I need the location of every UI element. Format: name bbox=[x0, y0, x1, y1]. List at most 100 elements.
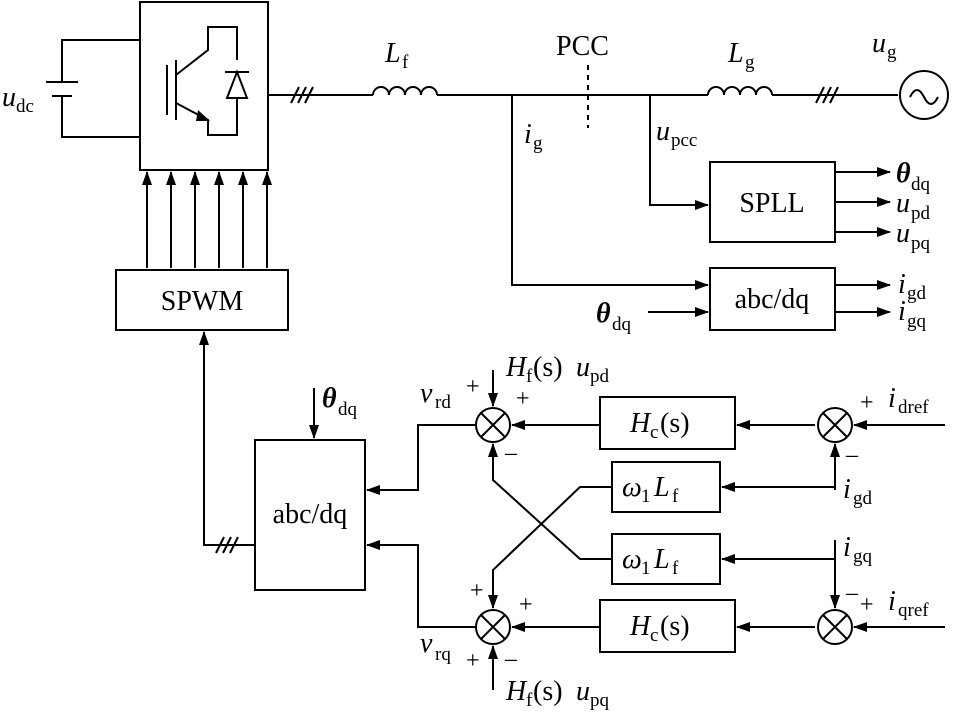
vrq-label: v bbox=[420, 628, 433, 659]
udc-label: u bbox=[2, 82, 16, 113]
ug-sub: g bbox=[887, 42, 897, 63]
theta-out-sub: dq bbox=[911, 174, 931, 195]
udc-sub: dc bbox=[16, 96, 34, 117]
svg-text:+: + bbox=[466, 374, 480, 400]
iqref-sub: qref bbox=[898, 600, 929, 621]
svg-text:f: f bbox=[672, 558, 679, 579]
svg-text:(s): (s) bbox=[533, 352, 563, 383]
svg-text:H: H bbox=[629, 611, 652, 642]
spwm-block: SPWM bbox=[115, 269, 289, 331]
svg-text:L: L bbox=[653, 472, 670, 503]
svg-text:H: H bbox=[629, 408, 652, 439]
svg-text:+: + bbox=[470, 578, 484, 604]
lf-label: L bbox=[384, 38, 401, 69]
svg-text:+: + bbox=[466, 648, 480, 674]
iqref-label: i bbox=[888, 586, 896, 617]
igd-out-label: i bbox=[898, 269, 906, 300]
abcdq-measurement-block: abc/dq θ dq i gd i gq bbox=[596, 267, 927, 335]
upd-label: u bbox=[896, 188, 910, 219]
dc-source: u dc bbox=[2, 39, 140, 138]
wl-block-q: ω 1 L f bbox=[488, 443, 835, 585]
svg-text:+: + bbox=[860, 592, 874, 618]
svg-text:(s): (s) bbox=[660, 408, 690, 439]
ig-label: i bbox=[524, 119, 532, 150]
output-line: L f L g bbox=[268, 38, 898, 104]
svg-text:L: L bbox=[653, 544, 670, 575]
upcc-label: u bbox=[656, 116, 670, 147]
theta-ctrl-sub: dq bbox=[338, 399, 358, 420]
igd-fb-sub: gd bbox=[853, 488, 873, 509]
svg-text:u: u bbox=[576, 676, 590, 707]
theta-in-label: θ bbox=[596, 298, 611, 329]
vrq-sub: rq bbox=[435, 644, 451, 665]
spll-block: SPLL θ dq u pd u pq bbox=[709, 158, 931, 254]
svg-text:c: c bbox=[650, 625, 658, 646]
svg-text:u: u bbox=[576, 352, 590, 383]
svg-text:–: – bbox=[845, 442, 859, 468]
lg-label: L bbox=[727, 38, 744, 69]
abcdq-control-block: abc/dq θ dq bbox=[199, 331, 366, 591]
idref-sub: dref bbox=[898, 397, 929, 418]
svg-text:pq: pq bbox=[590, 690, 610, 711]
spwm-label: SPWM bbox=[161, 286, 244, 317]
upcc-sub: pcc bbox=[671, 130, 697, 151]
upcc-measurement: u pcc bbox=[649, 95, 709, 210]
lg-inductor bbox=[707, 86, 773, 96]
lg-sub: g bbox=[745, 52, 755, 73]
ig-sub: g bbox=[533, 133, 543, 154]
wl-block-d: ω 1 L f bbox=[488, 461, 835, 609]
hc-block-d: H c (s) bbox=[511, 396, 815, 450]
svg-text:c: c bbox=[650, 422, 658, 443]
ig-measurement: i g bbox=[511, 95, 709, 290]
abcdq-ctrl-label: abc/dq bbox=[273, 499, 348, 530]
svg-text:–: – bbox=[504, 646, 518, 672]
igq-out-label: i bbox=[898, 296, 906, 327]
svg-text:(s): (s) bbox=[533, 676, 563, 707]
svg-text:f: f bbox=[526, 366, 533, 387]
igq-out-sub: gq bbox=[907, 311, 927, 332]
svg-text:1: 1 bbox=[641, 486, 651, 507]
upd-sub: pd bbox=[911, 203, 931, 224]
ref-junction-q: + – i qref i gq bbox=[817, 532, 945, 645]
idref-label: i bbox=[888, 383, 896, 414]
svg-text:(s): (s) bbox=[660, 611, 690, 642]
vrd-label: v bbox=[420, 378, 433, 409]
igd-out-sub: gd bbox=[907, 283, 927, 304]
spll-label: SPLL bbox=[739, 188, 804, 219]
hc-block-q: H c (s) bbox=[511, 599, 815, 653]
ug-label: u bbox=[872, 28, 886, 59]
pcc-label: PCC bbox=[556, 31, 609, 62]
svg-text:f: f bbox=[672, 486, 679, 507]
svg-text:+: + bbox=[516, 386, 530, 412]
upq-sub: pq bbox=[911, 233, 931, 254]
ref-junction-d: + – i dref i gd bbox=[817, 383, 945, 509]
theta-out-label: θ bbox=[896, 158, 911, 189]
inverter-bridge bbox=[139, 1, 269, 171]
theta-ctrl-label: θ bbox=[322, 383, 337, 414]
upq-label: u bbox=[896, 218, 910, 249]
abcdq-meas-label: abc/dq bbox=[735, 284, 810, 315]
sum-junction-d: + + – H f (s) u pd v rd bbox=[366, 352, 610, 495]
svg-text:–: – bbox=[504, 440, 518, 466]
pcc-marker: PCC bbox=[556, 31, 609, 128]
svg-text:–: – bbox=[845, 580, 859, 606]
gate-signals bbox=[142, 171, 272, 268]
svg-text:+: + bbox=[519, 592, 533, 618]
svg-text:1: 1 bbox=[641, 558, 651, 579]
hf-top-H: H bbox=[505, 352, 528, 383]
svg-text:f: f bbox=[526, 690, 533, 711]
vrd-sub: rd bbox=[435, 392, 451, 413]
svg-text:ω: ω bbox=[622, 544, 642, 575]
sum-junction-q: + + + – H f (s) u pq v rq bbox=[366, 540, 610, 711]
lf-inductor bbox=[372, 86, 438, 96]
lf-sub: f bbox=[402, 52, 409, 73]
igd-fb-label: i bbox=[843, 474, 851, 505]
theta-in-sub: dq bbox=[612, 314, 632, 335]
igq-fb-sub: gq bbox=[853, 546, 873, 567]
igq-fb-label: i bbox=[843, 532, 851, 563]
hf-bot-H: H bbox=[505, 676, 528, 707]
svg-text:pd: pd bbox=[590, 366, 610, 387]
grid-source: u g bbox=[872, 28, 949, 120]
svg-text:ω: ω bbox=[622, 472, 642, 503]
